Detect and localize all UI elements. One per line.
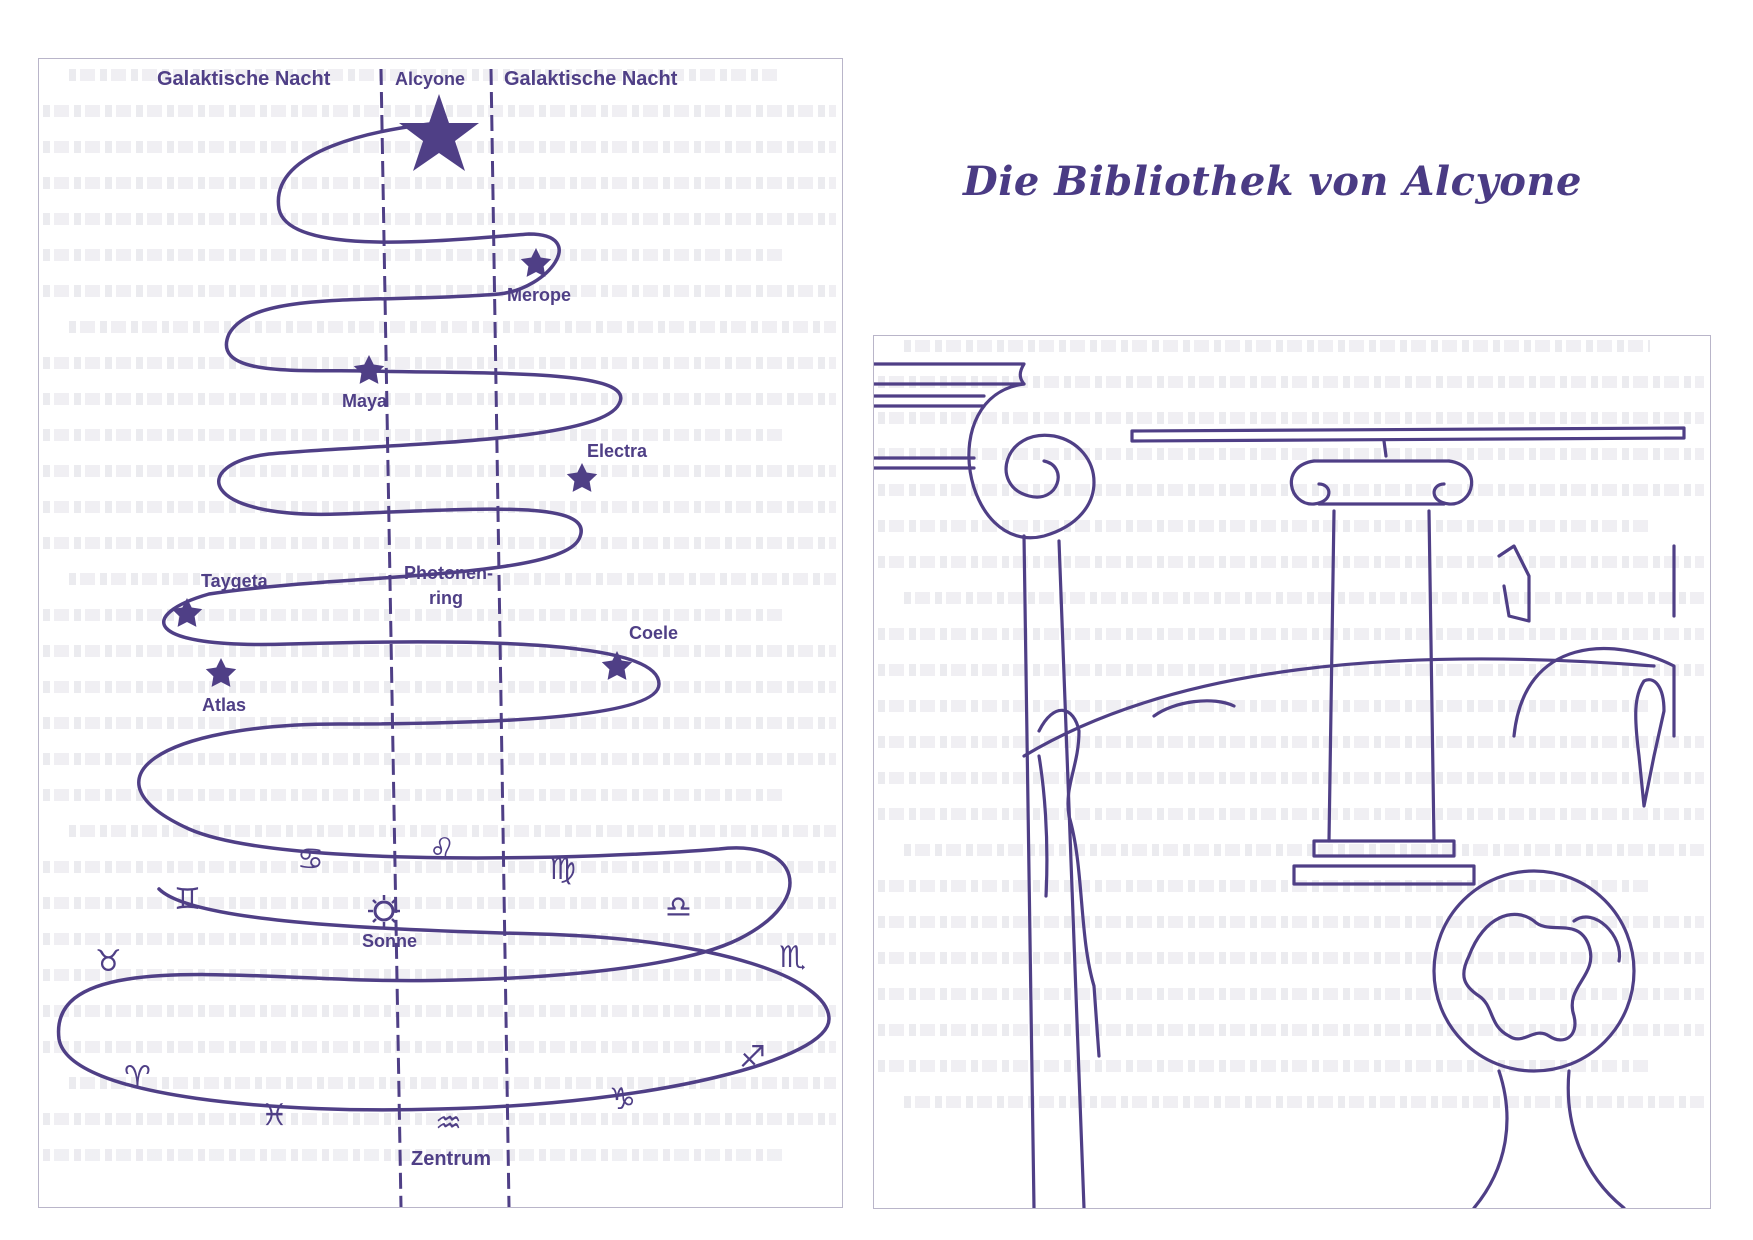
- aries-icon: ♈: [124, 1060, 151, 1095]
- taygeta-label: Taygeta: [201, 571, 269, 591]
- header-left-label: Galaktische Nacht: [157, 68, 331, 90]
- capricorn-icon: ♑: [609, 1082, 636, 1117]
- spiral-diagram-panel: Galaktische Nacht Alcyone Galaktische Na…: [38, 58, 843, 1208]
- alcyone-star-icon: [399, 94, 479, 171]
- dashed-axis-left: [379, 68, 403, 1207]
- ghost-text-line: [43, 429, 782, 441]
- ghost-text-line: [69, 1077, 836, 1089]
- ghost-text-line: [878, 1060, 1650, 1072]
- sun-icon: [368, 895, 400, 927]
- aquarius-icon: ♒: [435, 1106, 462, 1141]
- ghost-text-line: [43, 393, 836, 405]
- ghost-text-line: [878, 628, 1704, 640]
- ghost-text-line: [43, 681, 836, 693]
- ghost-text-line: [43, 1113, 836, 1125]
- ghost-text-line: [43, 357, 836, 369]
- merope-label: Merope: [507, 285, 571, 305]
- sun-label: Sonne: [362, 931, 417, 951]
- page-title: Die Bibliothek von Alcyone: [963, 158, 1582, 205]
- ghost-text-line: [878, 952, 1704, 964]
- atlas-star-icon: [205, 658, 237, 687]
- ghost-text-line: [878, 736, 1704, 748]
- ghost-text-line: [43, 177, 836, 189]
- photon-ring-label-1: Photonen-: [404, 563, 493, 583]
- header-center-label: Alcyone: [395, 69, 465, 89]
- ghost-text-line: [43, 645, 836, 657]
- ghost-text-line: [69, 825, 836, 837]
- dashed-axis-right: [489, 68, 511, 1207]
- ghost-text-line: [69, 573, 836, 585]
- ghost-text-line: [43, 249, 782, 261]
- ghost-text-line: [43, 1041, 836, 1053]
- ghost-text-line: [878, 700, 1650, 712]
- ghost-text-line: [43, 861, 836, 873]
- globe-icon: [1432, 869, 1636, 1208]
- center-label: Zentrum: [411, 1148, 491, 1170]
- coele-label: Coele: [629, 623, 678, 643]
- header-right-label: Galaktische Nacht: [504, 68, 678, 90]
- taygeta-star-icon: [171, 598, 203, 627]
- ghost-text-line: [878, 772, 1704, 784]
- ghost-text-line: [43, 609, 782, 621]
- ghost-text-line: [69, 321, 836, 333]
- ghost-text-line: [878, 376, 1704, 388]
- ghost-text-line: [43, 753, 836, 765]
- ghost-text-line: [43, 213, 836, 225]
- small-column-icon: [1289, 459, 1476, 886]
- gemini-icon: ♊: [174, 882, 201, 917]
- library-illustration: [874, 362, 1686, 1208]
- maya-star-icon: [353, 355, 385, 384]
- ghost-text-line: [43, 897, 836, 909]
- ghost-text-line: [904, 1096, 1704, 1108]
- library-illustration-panel: [873, 335, 1711, 1209]
- ghost-text-line: [878, 556, 1704, 568]
- ghost-text-line: [43, 465, 836, 477]
- ghost-text-line: [43, 1005, 836, 1017]
- spiral-diagram: Galaktische Nacht Alcyone Galaktische Na…: [56, 68, 831, 1207]
- ghost-text-line: [904, 340, 1650, 352]
- taurus-icon: ♉: [95, 944, 122, 979]
- ghost-text-line: [904, 844, 1704, 856]
- coele-star-icon: [601, 651, 633, 680]
- ghost-figure-icon: [1037, 708, 1101, 1058]
- ghost-text-line: [878, 412, 1704, 424]
- ghost-text-line: [43, 1149, 782, 1161]
- spiral-path: [56, 121, 831, 1112]
- ghost-text-line: [43, 537, 836, 549]
- faded-background-text: [39, 59, 842, 1207]
- atlas-label: Atlas: [202, 695, 246, 715]
- photon-ring-label-2: ring: [429, 588, 463, 608]
- figure-icon: [1497, 544, 1676, 808]
- scorpio-icon: ♏: [779, 940, 806, 975]
- virgo-icon: ♍: [549, 852, 576, 887]
- electra-star-icon: [566, 463, 598, 492]
- ghost-text-line: [878, 808, 1704, 820]
- ghost-text-line: [69, 69, 782, 81]
- pisces-icon: ♓: [261, 1098, 288, 1133]
- sagittarius-icon: ♐: [739, 1040, 766, 1075]
- cancer-icon: ♋: [297, 842, 324, 877]
- electra-label: Electra: [587, 441, 648, 461]
- ghost-text-line: [43, 789, 782, 801]
- leo-icon: ♌: [429, 832, 456, 867]
- ionic-column-icon: [874, 362, 1096, 1208]
- ghost-text-line: [43, 285, 836, 297]
- ghost-text-line: [878, 988, 1704, 1000]
- libra-icon: ♎: [665, 890, 692, 925]
- maya-label: Maya: [342, 391, 388, 411]
- merope-star-icon: [520, 248, 552, 277]
